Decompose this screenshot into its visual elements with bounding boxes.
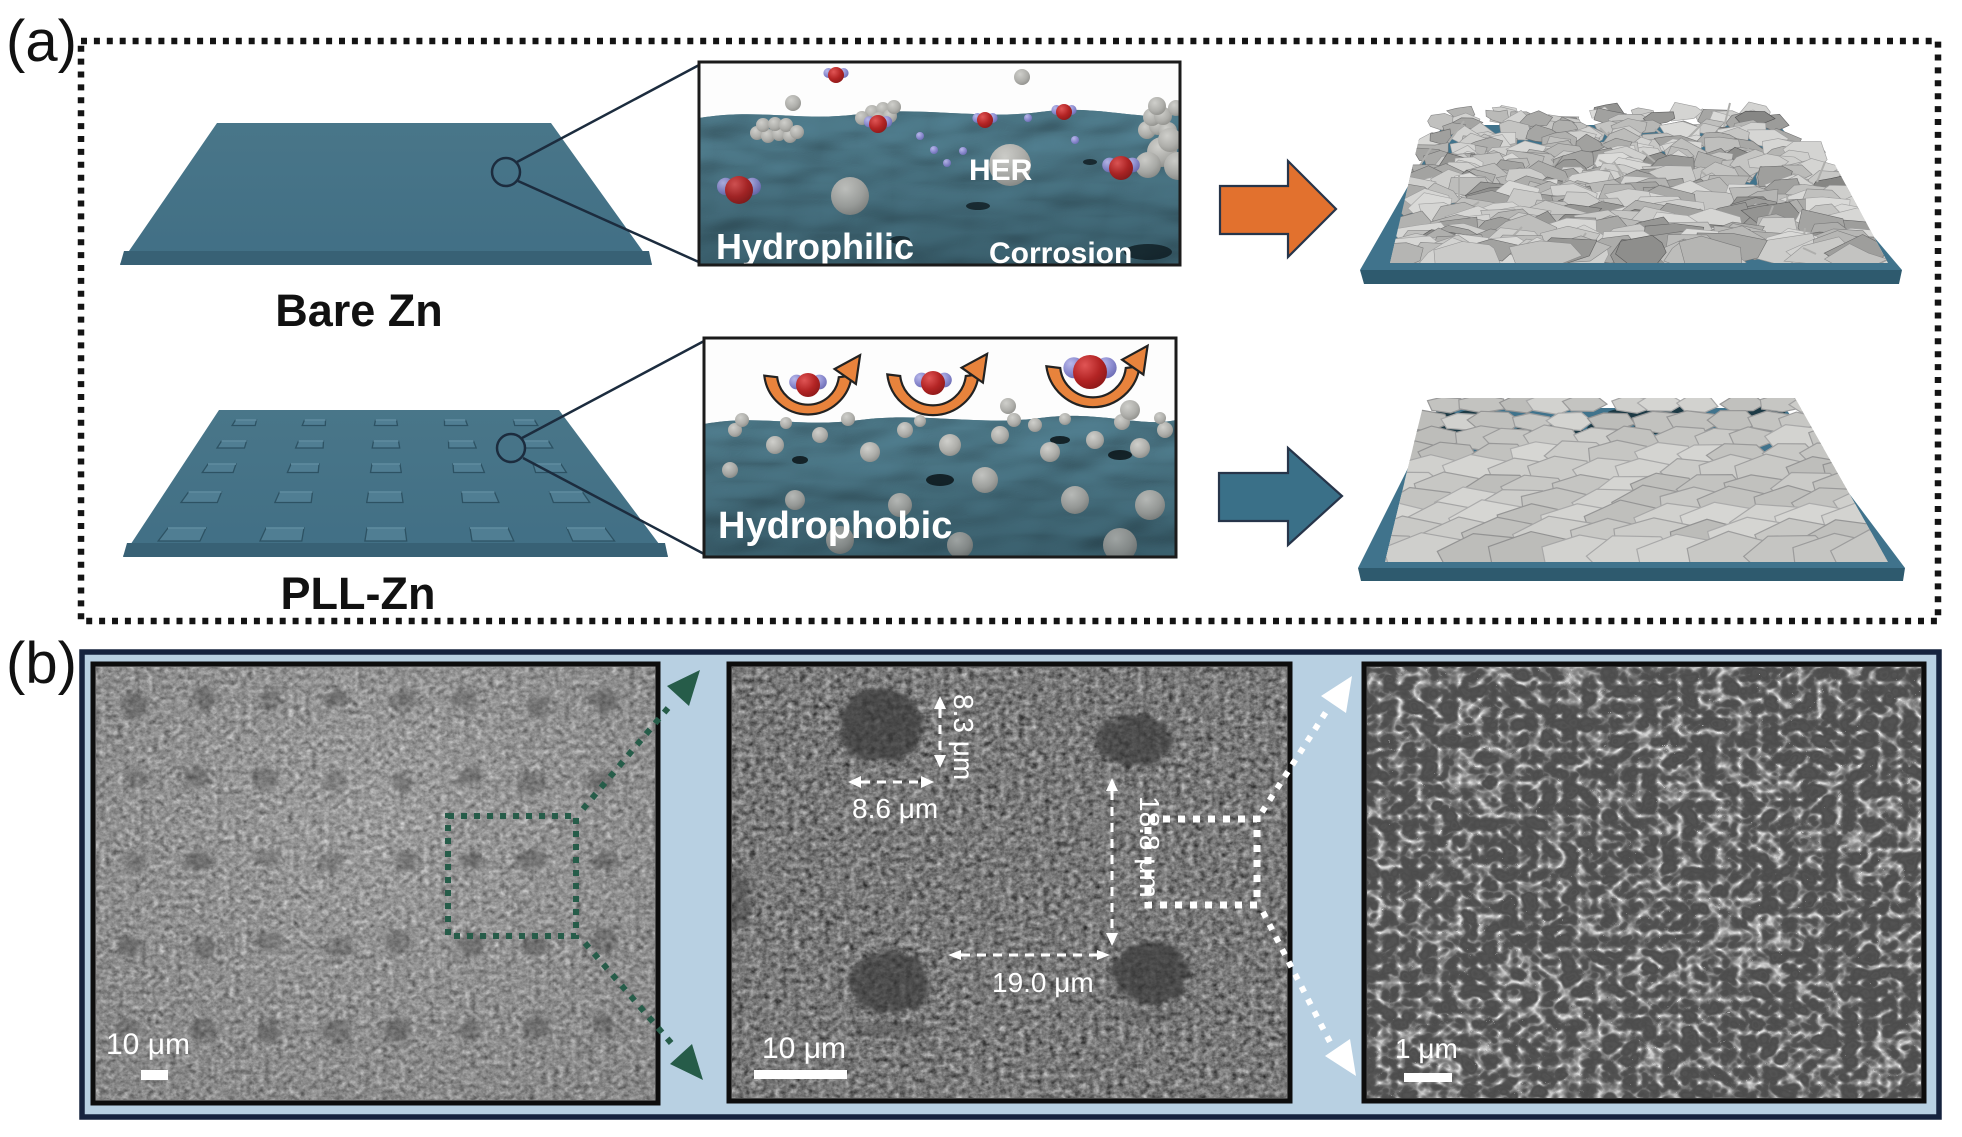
svg-text:(b): (b) [6, 631, 77, 696]
svg-text:Corrosion: Corrosion [989, 237, 1132, 270]
svg-text:Hydrophilic: Hydrophilic [716, 226, 914, 267]
svg-text:(a): (a) [6, 9, 77, 74]
svg-text:PLL-Zn: PLL-Zn [281, 568, 436, 619]
svg-text:1 μm: 1 μm [1395, 1033, 1458, 1064]
svg-text:HER: HER [969, 154, 1033, 187]
svg-text:Bare Zn: Bare Zn [275, 285, 443, 336]
svg-text:10 μm: 10 μm [106, 1028, 190, 1061]
svg-text:Hydrophobic: Hydrophobic [718, 505, 952, 547]
svg-text:10 μm: 10 μm [762, 1032, 846, 1065]
svg-text:8.6 μm: 8.6 μm [852, 793, 938, 824]
svg-text:19.0 μm: 19.0 μm [992, 967, 1094, 998]
svg-text:8.3 μm: 8.3 μm [948, 694, 979, 780]
